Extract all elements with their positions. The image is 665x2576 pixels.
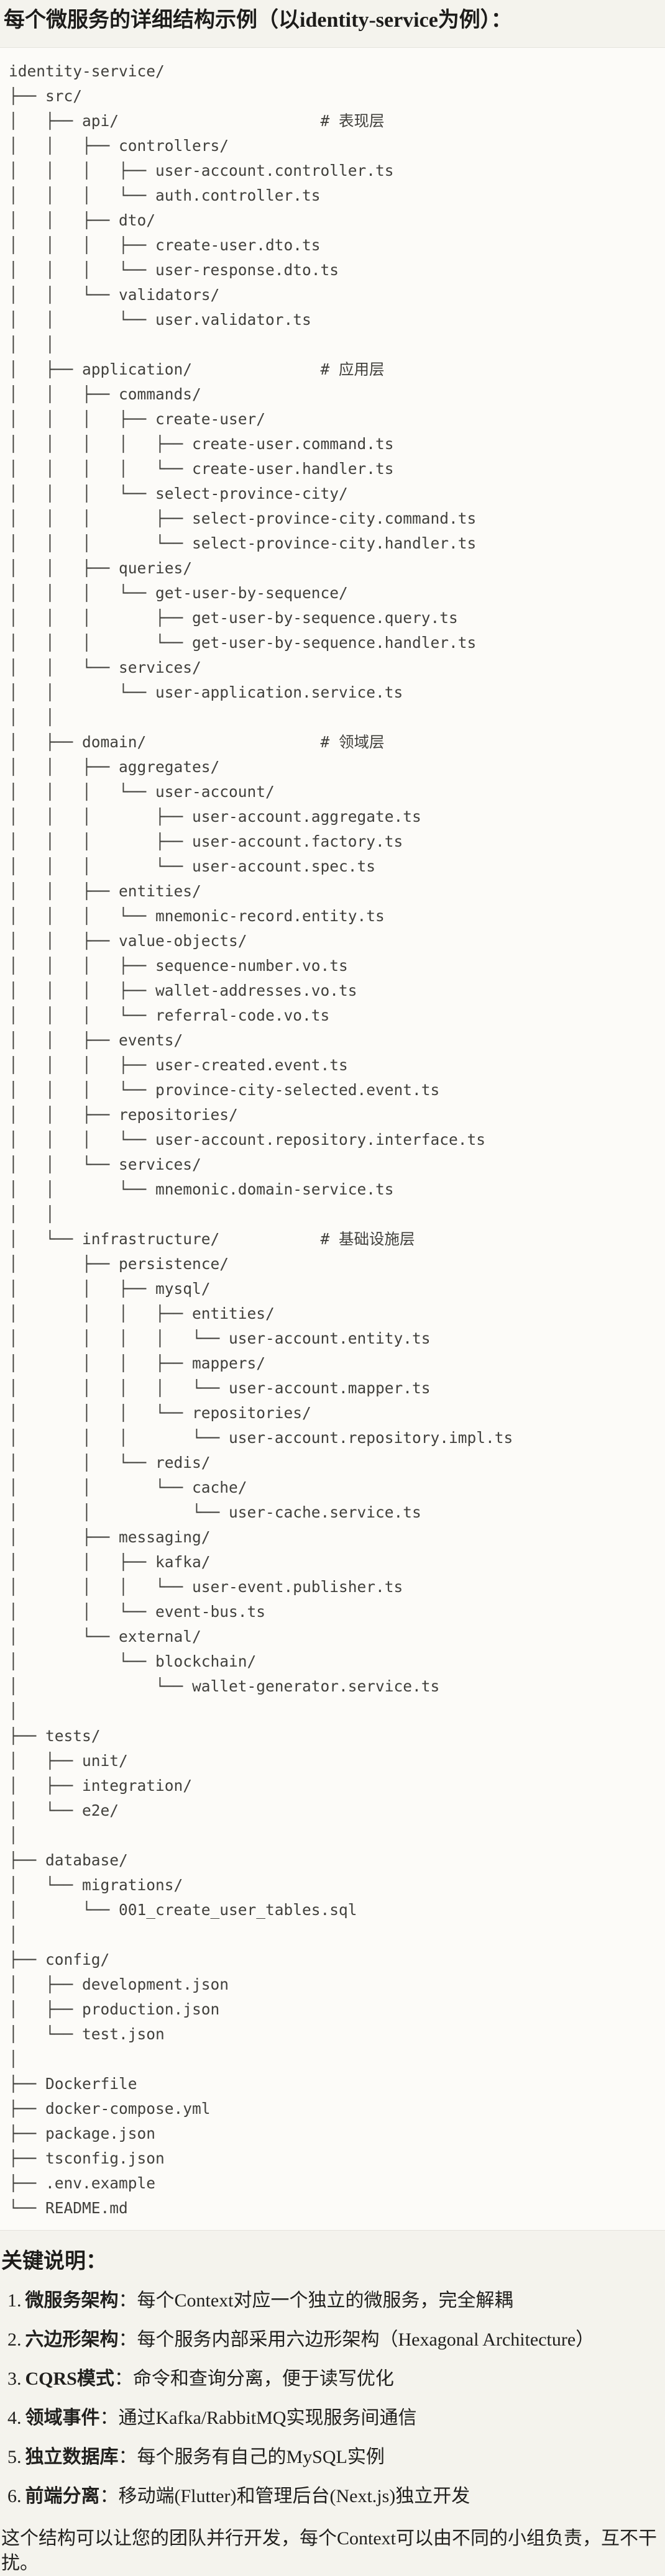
- note-number: 2.: [7, 2329, 22, 2350]
- note-text: ：移动端(Flutter)和管理后台(Next.js)独立开发: [99, 2486, 470, 2506]
- note-text: ：每个Context对应一个独立的微服务，完全解耦: [118, 2290, 513, 2311]
- page-title: 每个微服务的详细结构示例（以identity-service为例）：: [4, 9, 512, 32]
- note-text: ：每个服务内部采用六边形架构（Hexagonal Architecture）: [118, 2329, 595, 2350]
- summary-paragraph: 这个结构可以让您的团队并行开发，每个Context可以由不同的小组负责，互不干扰…: [1, 2528, 657, 2574]
- note-item-3: 3.CQRS模式：命令和查询分离，便于读写优化: [7, 2367, 665, 2391]
- note-text: ：通过Kafka/RabbitMQ实现服务间通信: [99, 2408, 417, 2428]
- note-label: 前端分离: [25, 2486, 100, 2506]
- code-block: identity-service/ ├── src/ │ ├── api/ # …: [0, 47, 665, 2231]
- note-text: ：每个服务有自己的MySQL实例: [118, 2447, 385, 2467]
- note-item-5: 5.独立数据库：每个服务有自己的MySQL实例: [7, 2446, 665, 2469]
- directory-tree-text: identity-service/ ├── src/ │ ├── api/ # …: [9, 62, 513, 2217]
- note-number: 4.: [7, 2408, 22, 2428]
- note-label: 领域事件: [25, 2408, 100, 2428]
- note-label: 六边形架构: [25, 2329, 119, 2350]
- note-item-6: 6.前端分离：移动端(Flutter)和管理后台(Next.js)独立开发: [7, 2485, 665, 2508]
- note-label: 独立数据库: [25, 2447, 119, 2467]
- notes-heading: 关键说明：: [1, 2250, 107, 2273]
- note-item-2: 2.六边形架构：每个服务内部采用六边形架构（Hexagonal Architec…: [7, 2328, 665, 2352]
- note-number: 3.: [7, 2369, 22, 2389]
- note-text: ：命令和查询分离，便于读写优化: [114, 2369, 394, 2389]
- note-item-1: 1.微服务架构：每个Context对应一个独立的微服务，完全解耦: [7, 2289, 665, 2313]
- notes-list: 1.微服务架构：每个Context对应一个独立的微服务，完全解耦 2.六边形架构…: [0, 2289, 665, 2508]
- note-number: 6.: [7, 2486, 22, 2506]
- note-number: 1.: [7, 2290, 22, 2311]
- note-item-4: 4.领域事件：通过Kafka/RabbitMQ实现服务间通信: [7, 2406, 665, 2430]
- note-number: 5.: [7, 2447, 22, 2467]
- note-label: CQRS模式: [25, 2369, 114, 2389]
- note-label: 微服务架构: [25, 2290, 119, 2311]
